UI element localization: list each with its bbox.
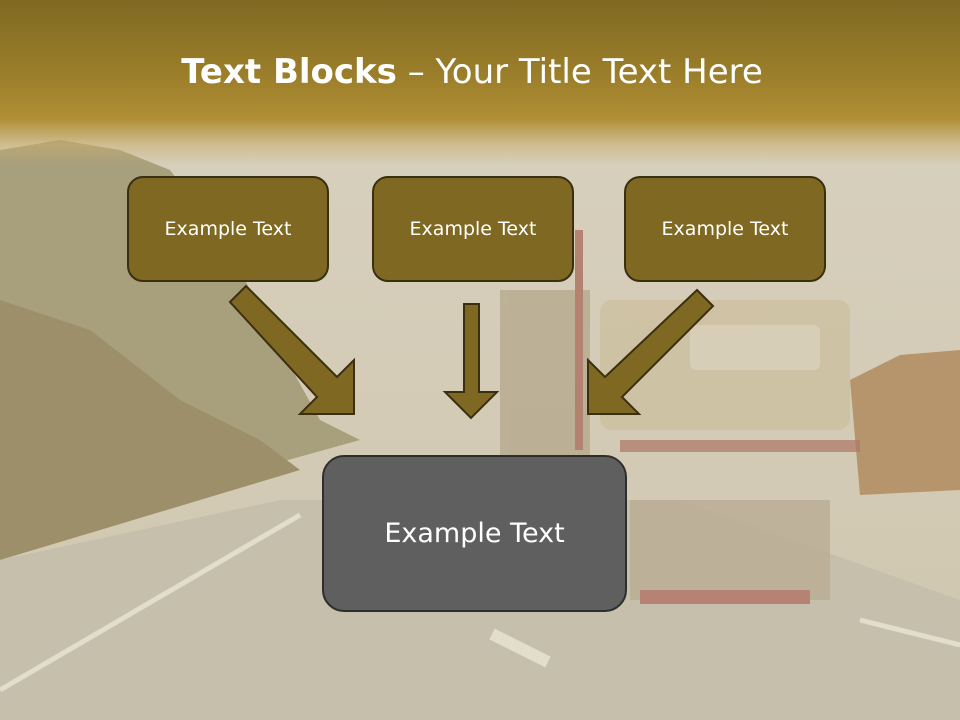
box-1-label: Example Text xyxy=(164,218,292,240)
title-rest: Your Title Text Here xyxy=(435,52,763,92)
main-box-label: Example Text xyxy=(384,518,565,549)
title-band xyxy=(0,0,960,165)
example-text-box-3[interactable]: Example Text xyxy=(624,176,826,282)
arrow-right xyxy=(587,288,715,415)
main-example-text-box[interactable]: Example Text xyxy=(322,455,627,612)
arrow-left xyxy=(228,284,355,415)
page-title: Text Blocks – Your Title Text Here xyxy=(0,52,944,92)
arrow-center xyxy=(442,303,500,420)
box-2-label: Example Text xyxy=(409,218,537,240)
box-3-label: Example Text xyxy=(661,218,789,240)
title-bold: Text Blocks xyxy=(181,52,397,92)
title-separator: – xyxy=(396,52,436,92)
example-text-box-2[interactable]: Example Text xyxy=(372,176,574,282)
example-text-box-1[interactable]: Example Text xyxy=(127,176,329,282)
